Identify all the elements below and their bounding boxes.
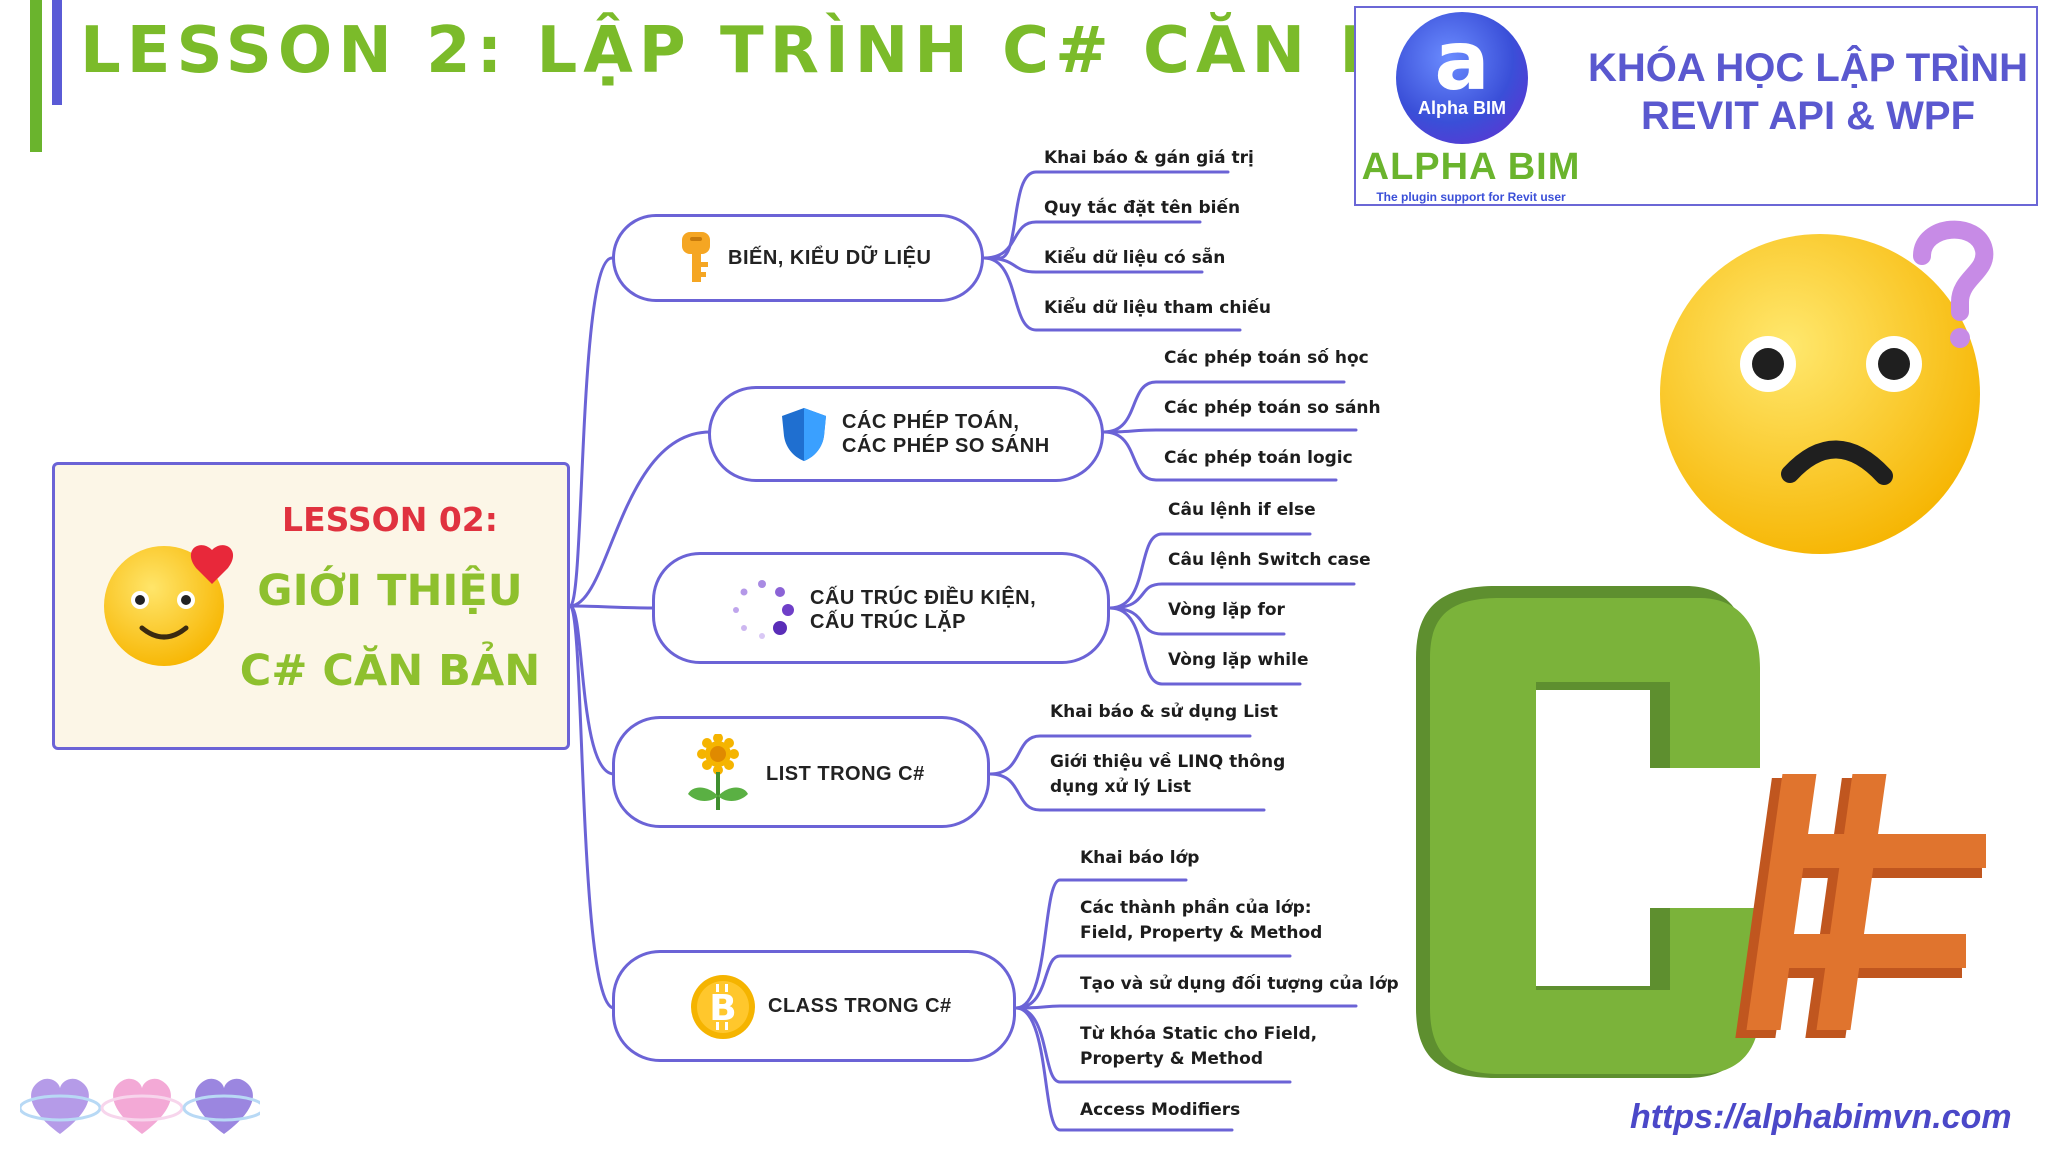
brand-tagline: The plugin support for Revit user <box>1376 190 1566 204</box>
leaf-item: Khai báo & sử dụng List <box>1050 702 1278 722</box>
purple-heart-icon <box>182 1078 260 1134</box>
leaf-item: Các phép toán logic <box>1164 448 1353 468</box>
branch-node-operators <box>708 386 1104 482</box>
course-line-2: REVIT API & WPF <box>1640 94 1976 138</box>
connector-branch-5 <box>568 604 616 1010</box>
central-topic-lesson: LESSON 02: <box>282 500 498 539</box>
key-icon <box>682 232 710 282</box>
purple-heart-icon <box>20 1078 102 1134</box>
connector-branch-3 <box>568 604 654 610</box>
leaf-item: Câu lệnh if else <box>1168 500 1316 520</box>
leaf-item: Khai báo lớp <box>1080 848 1200 868</box>
branch-label-class: CLASS TRONG C# <box>768 995 952 1017</box>
shield-icon <box>782 408 826 461</box>
leaf-item: Tạo và sử dụng đối tượng của lớp <box>1080 974 1399 994</box>
accent-bar-blue <box>52 0 62 105</box>
csharp-3d-logo <box>1416 586 1986 1078</box>
leaf-item: Các phép toán so sánh <box>1164 398 1381 418</box>
leaf-item: Từ khóa Static cho Field, Property & Met… <box>1080 1024 1318 1069</box>
leaf-item: Kiểu dữ liệu có sẵn <box>1044 248 1226 268</box>
branch-node-class <box>612 950 1016 1062</box>
branch-label-control-flow: CẤU TRÚC ĐIỀU KIỆN, CẤU TRÚC LẶP <box>810 587 1037 633</box>
course-line-1: KHÓA HỌC LẬP TRÌNH <box>1588 46 2028 90</box>
leaf-item: Vòng lặp for <box>1168 600 1285 620</box>
website-url[interactable]: https://alphabimvn.com <box>1630 1098 2012 1136</box>
leaf-item: Giới thiệu về LINQ thông dụng xử lý List <box>1050 752 1286 797</box>
branch-node-control-flow <box>652 552 1110 664</box>
page-title: LESSON 2: LẬP TRÌNH C# CĂN BẢN <box>80 14 1510 88</box>
leaf-item: Kiểu dữ liệu tham chiếu <box>1044 298 1271 318</box>
leaf-item: Các phép toán số học <box>1164 348 1369 368</box>
central-topic-line-2: GIỚI THIỆU <box>257 566 523 616</box>
branch-label-list: LIST TRONG C# <box>766 763 925 785</box>
branch-label-operators: CÁC PHÉP TOÁN, CÁC PHÉP SO SÁNH <box>842 411 1050 457</box>
leaf-item: Quy tắc đặt tên biến <box>1044 198 1241 218</box>
connector-branch-2 <box>568 430 712 608</box>
hearts-decoration <box>20 1078 260 1134</box>
leaf-item: Access Modifiers <box>1080 1100 1241 1120</box>
connector-branch-1 <box>568 256 616 608</box>
confused-face-icon <box>1660 220 1994 554</box>
flower-sprout-icon <box>688 734 748 810</box>
leaf-item: Vòng lặp while <box>1168 650 1309 670</box>
svg-text:B: B <box>709 988 736 1029</box>
alpha-bim-logo-icon <box>1396 12 1528 144</box>
logo-letter-a-icon: a <box>1434 14 1490 109</box>
branch-label-variables: BIẾN, KIỂU DỮ LIỆU <box>728 247 932 269</box>
logo-text: Alpha BIM <box>1418 98 1506 118</box>
leaf-item: Câu lệnh Switch case <box>1168 550 1371 570</box>
loading-dots-icon <box>733 580 794 639</box>
branch-node-variables <box>612 214 984 302</box>
pink-heart-icon <box>100 1078 184 1134</box>
course-title: KHÓA HỌC LẬP TRÌNH REVIT API & WPF <box>1580 44 2036 140</box>
leaf-item: Các thành phần của lớp: Field, Property … <box>1080 898 1323 943</box>
accent-bar-green <box>30 0 42 152</box>
bitcoin-coin-icon: B <box>691 975 755 1039</box>
brand-name: ALPHA BIM <box>1361 146 1581 188</box>
central-topic-line-3: C# CĂN BẢN <box>239 646 541 696</box>
branch-node-list <box>612 716 990 828</box>
smiling-face-with-heart-icon <box>104 545 234 666</box>
leaf-item: Khai báo & gán giá trị <box>1044 148 1254 168</box>
